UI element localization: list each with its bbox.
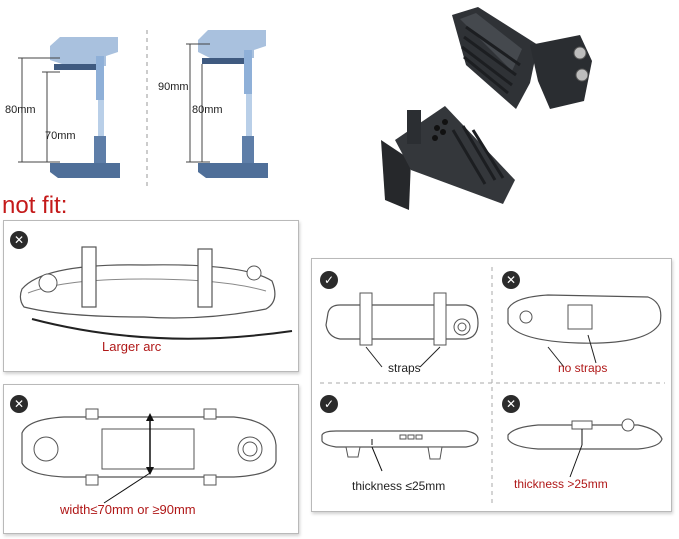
clamp-left-illustration [18,37,120,178]
cross-icon: ✕ [10,231,28,249]
dim-left-outer: 80mm [5,104,36,116]
width-caption: width≤70mm or ≥90mm [60,502,196,517]
dashed-divider [146,30,148,190]
no-straps-caption: no straps [558,361,608,375]
dim-right-inner: 80mm [192,104,223,116]
dim-right-outer: 90mm [158,81,189,93]
thick-mirror-illustration [507,418,663,478]
dim-left-inner: 70mm [45,130,76,142]
arc-mirror-illustration [19,246,293,340]
bracket-photo-bottom [381,106,515,210]
no-straps-mirror-illustration [507,294,662,368]
clamp-right-illustration [186,30,268,178]
not-fit-heading: not fit: [2,192,68,219]
grid-dividers [320,267,665,505]
cross-icon: ✕ [502,395,520,413]
width-mirror-illustration [21,408,277,504]
panel-larger-arc: ✕ Larger arc [3,220,299,372]
arc-caption: Larger arc [102,339,162,354]
cross-icon: ✕ [502,271,520,289]
straps-mirror-illustration [325,292,479,368]
thin-mirror-illustration [321,430,479,472]
thick-caption: thickness >25mm [514,477,608,491]
check-icon: ✓ [320,395,338,413]
bracket-photo-top [452,7,592,109]
cross-icon: ✕ [10,395,28,413]
panel-width: ✕ width≤70mm or ≥90mm [3,384,299,534]
check-icon: ✓ [320,271,338,289]
panel-grid: ✓ straps ✕ no straps ✓ thickness ≤25mm ✕ [311,258,672,512]
straps-caption: straps [388,361,421,375]
thin-caption: thickness ≤25mm [352,479,446,493]
